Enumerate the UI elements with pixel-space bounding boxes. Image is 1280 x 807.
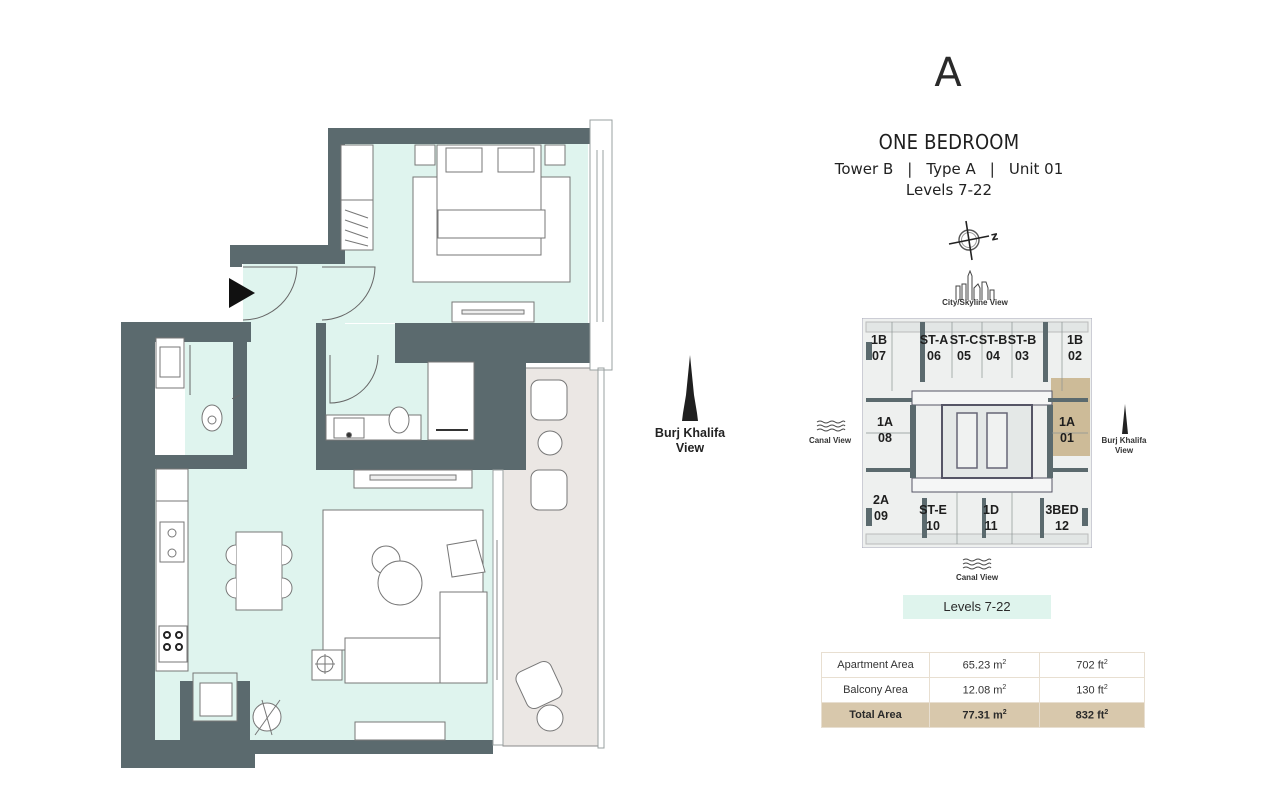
- canal-water-icon-bottom: [962, 558, 992, 570]
- row-label: Apartment Area: [821, 652, 930, 678]
- fridge: [192, 672, 238, 722]
- kitchen-counter: [155, 468, 189, 672]
- unit-subtitle: Tower B | Type A | Unit 01: [820, 160, 1078, 178]
- right-view-label: Burj Khalifa View: [1096, 436, 1152, 456]
- table-row: Apartment Area 65.23 m2 702 ft2: [821, 652, 1145, 678]
- row-sqm: 65.23 m2: [929, 652, 1040, 678]
- balcony-furniture: [515, 379, 568, 732]
- window-frames: [492, 119, 613, 749]
- key-plan-drawing: [862, 318, 1092, 548]
- wardrobe: [340, 144, 374, 251]
- main-bathroom: [325, 361, 475, 441]
- unit-label: Unit 01: [1008, 160, 1064, 178]
- row-sqft: 832 ft2: [1039, 702, 1145, 728]
- burj-khalifa-icon: [682, 355, 698, 421]
- guest-bathroom: [155, 337, 232, 439]
- type-letter: A: [934, 50, 962, 96]
- bottom-view-label: Canal View: [955, 573, 999, 582]
- svg-text:z: z: [990, 229, 1000, 244]
- view-label-line1: Burj Khalifa: [654, 426, 726, 440]
- tv-console: [353, 469, 473, 489]
- dining-table: [225, 531, 293, 611]
- right-view-line2: View: [1114, 446, 1134, 455]
- highlighted-unit-shape: [1051, 378, 1090, 456]
- row-label: Total Area: [821, 702, 930, 728]
- levels-line: Levels 7-22: [905, 181, 993, 199]
- top-view-label: City/Skyline View: [942, 298, 1008, 307]
- separator: |: [907, 160, 913, 178]
- table-row-total: Total Area 77.31 m2 832 ft2: [821, 702, 1145, 728]
- north-compass-icon: z: [948, 220, 1000, 261]
- burj-khalifa-small-icon: [1122, 404, 1128, 434]
- row-sqft: 702 ft2: [1039, 652, 1145, 678]
- left-view-label: Canal View: [808, 436, 852, 445]
- canal-water-icon: [816, 420, 846, 432]
- floor-plan-drawing: [121, 119, 613, 768]
- area-table: Apartment Area 65.23 m2 702 ft2 Balcony …: [821, 652, 1145, 728]
- type-label: Type A: [926, 160, 976, 178]
- levels-badge: Levels 7-22: [903, 595, 1051, 619]
- bed: [412, 144, 571, 323]
- table-row: Balcony Area 12.08 m2 130 ft2: [821, 677, 1145, 703]
- tower-label: Tower B: [834, 160, 894, 178]
- right-view-line1: Burj Khalifa: [1101, 436, 1147, 445]
- unit-title: ONE BEDROOM: [878, 130, 1020, 154]
- burj-khalifa-view-label: Burj Khalifa View: [640, 426, 740, 456]
- doors: [189, 266, 379, 404]
- separator: |: [989, 160, 995, 178]
- row-sqm: 77.31 m2: [929, 702, 1040, 728]
- walls: [121, 128, 603, 768]
- view-label-line2: View: [675, 441, 705, 455]
- row-sqm: 12.08 m2: [929, 677, 1040, 703]
- living-area-furniture: [252, 509, 488, 741]
- row-label: Balcony Area: [821, 677, 930, 703]
- entrance-arrow-icon: [229, 278, 255, 308]
- city-skyline-icon: [955, 270, 995, 300]
- row-sqft: 130 ft2: [1039, 677, 1145, 703]
